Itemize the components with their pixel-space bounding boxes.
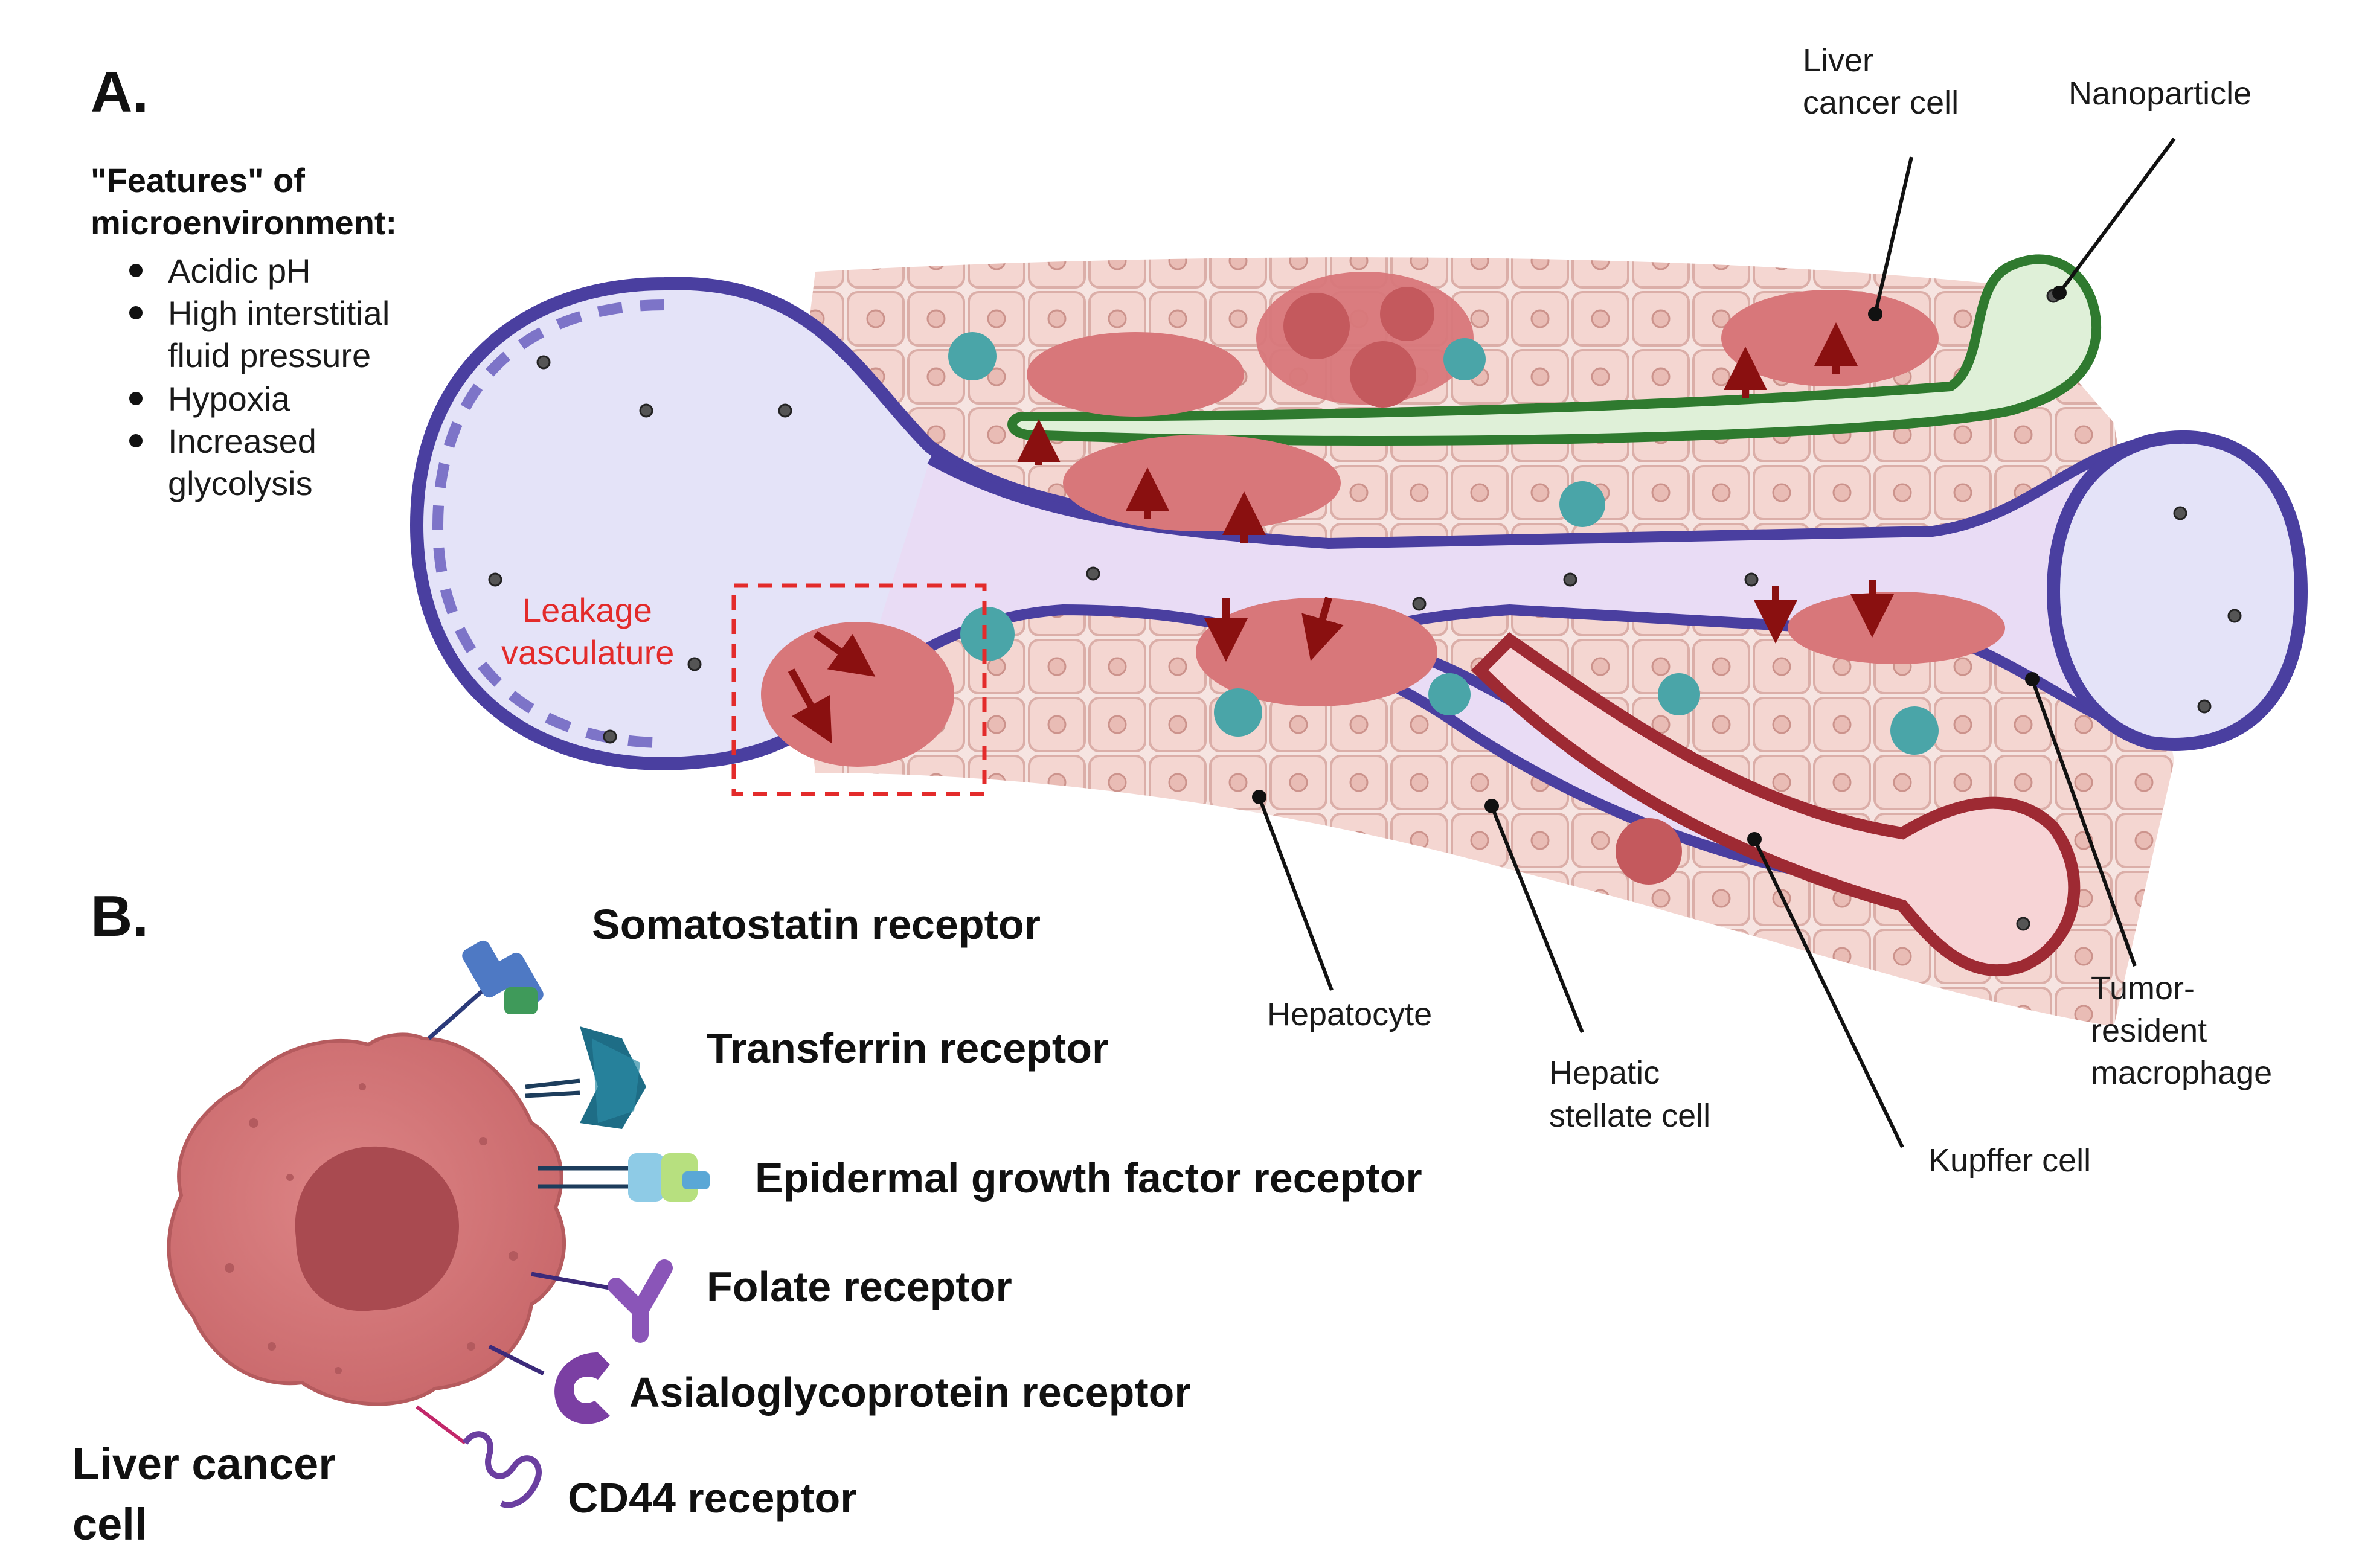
features-title-line1: "Features" of xyxy=(91,161,305,199)
label-transferrin: Transferrin receptor xyxy=(707,1025,1108,1072)
label-stellate-line1: Hepatic xyxy=(1549,1055,1660,1091)
cancer-cell-label-line1: Liver cancer xyxy=(72,1439,336,1489)
stellate-cells xyxy=(948,332,1939,755)
label-folate: Folate receptor xyxy=(707,1263,1012,1310)
panel-b-label: B. xyxy=(91,884,149,949)
somatostatin-receptor-icon xyxy=(427,940,544,1040)
leakage-arrows xyxy=(788,322,1894,744)
feature-glycolysis-line1: Increased xyxy=(168,422,316,460)
bullet-dot xyxy=(129,392,143,405)
features-list: "Features" of microenvironment: Acidic p… xyxy=(91,161,397,502)
bile-duct xyxy=(1007,254,2102,446)
transferrin-receptor-icon xyxy=(525,1026,646,1129)
label-macrophage-line2: resident xyxy=(2091,1013,2207,1049)
red-blood-vessel xyxy=(1471,632,2081,977)
label-hepatocyte: Hepatocyte xyxy=(1267,996,1432,1032)
label-macrophage-line3: macrophage xyxy=(2091,1055,2272,1091)
label-liver-cancer-line2: cancer cell xyxy=(1803,85,1959,121)
feature-pressure-line2: fluid pressure xyxy=(168,336,371,374)
label-egfr: Epidermal growth factor receptor xyxy=(755,1154,1422,1202)
blood-vessel-right xyxy=(2046,430,2308,751)
bullet-dot xyxy=(129,306,143,319)
tumor-clusters xyxy=(761,272,2005,885)
label-nanoparticle: Nanoparticle xyxy=(2069,75,2251,112)
features-title-line2: microenvironment: xyxy=(91,203,397,242)
feature-hypoxia: Hypoxia xyxy=(168,380,290,418)
leakage-highlight-box xyxy=(731,583,987,796)
folate-receptor-icon xyxy=(531,1259,673,1343)
label-stellate-line2: stellate cell xyxy=(1549,1098,1710,1134)
asialoglycoprotein-receptor-icon xyxy=(488,1344,610,1424)
label-asialo: Asialoglycoprotein receptor xyxy=(629,1369,1191,1416)
feature-pressure-line1: High interstitial xyxy=(168,294,390,332)
egfr-icon xyxy=(538,1153,710,1202)
label-liver-cancer-line1: Liver xyxy=(1803,42,1873,78)
bullet-dot xyxy=(129,434,143,447)
feature-acidic: Acidic pH xyxy=(168,252,311,290)
label-somatostatin: Somatostatin receptor xyxy=(592,901,1041,948)
cancer-cell xyxy=(167,1032,566,1406)
panel-a-label: A. xyxy=(91,60,149,124)
callout-lines xyxy=(1252,138,2176,1148)
cd44-receptor-icon xyxy=(416,1405,542,1508)
label-cd44: CD44 receptor xyxy=(568,1474,857,1522)
label-macrophage-line1: Tumor- xyxy=(2091,970,2195,1006)
bullet-dot xyxy=(129,264,143,277)
label-kupffer: Kupffer cell xyxy=(1928,1142,2091,1179)
feature-glycolysis-line2: glycolysis xyxy=(168,464,313,502)
cancer-cell-label-line2: cell xyxy=(72,1499,147,1549)
leakage-label-line2: vasculature xyxy=(501,633,674,671)
leakage-label-line1: Leakage xyxy=(522,591,652,629)
